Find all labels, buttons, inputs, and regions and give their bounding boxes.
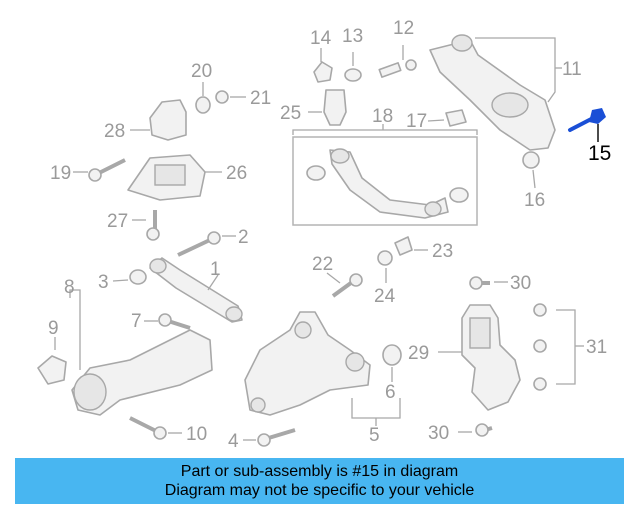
- callout-30-bottom: 30: [428, 423, 449, 444]
- callout-22: 22: [312, 254, 333, 275]
- callout-labels: 1 2 3 4 5 6 7 8 9 10 11 12 13 14 15 16 1…: [48, 18, 611, 452]
- part-26-mount: [127, 154, 222, 201]
- callout-28: 28: [104, 121, 125, 142]
- callout-3: 3: [98, 272, 109, 293]
- callout-19: 19: [50, 163, 71, 184]
- part-18-assembly-box: [292, 124, 478, 226]
- callout-25: 25: [280, 103, 301, 124]
- callout-31: 31: [586, 337, 607, 358]
- part-15-bolt[interactable]: [568, 108, 606, 142]
- part-5-knuckle: [244, 311, 401, 426]
- part-6-bushing: [382, 344, 402, 382]
- part-25-bracket: [308, 89, 347, 126]
- part-29-hub: [438, 304, 521, 411]
- banner-line-1: Part or sub-assembly is #15 in diagram: [180, 463, 459, 480]
- parts-20-21-28: [130, 82, 246, 141]
- callout-6: 6: [385, 382, 396, 403]
- callout-23: 23: [432, 241, 453, 262]
- callout-27: 27: [107, 211, 128, 232]
- callout-2: 2: [238, 227, 249, 248]
- callout-13: 13: [342, 26, 363, 47]
- callout-24: 24: [374, 286, 396, 307]
- callout-14: 14: [310, 28, 332, 49]
- parts-diagram: 1 2 3 4 5 6 7 8 9 10 11 12 13 14 15 16 1…: [37, 18, 611, 452]
- info-banner: Part or sub-assembly is #15 in diagram D…: [15, 458, 624, 504]
- part-19-bolt: [73, 158, 126, 182]
- part-8-trailing-arm: [37, 289, 213, 416]
- callout-10: 10: [186, 424, 207, 445]
- callout-8: 8: [64, 277, 75, 298]
- part-10-bolt: [129, 416, 182, 440]
- hardware-12-13-14: [313, 45, 417, 83]
- part-7-bolt: [144, 313, 191, 330]
- banner-line-2: Diagram may not be specific to your vehi…: [164, 482, 475, 499]
- part-27-bolt: [132, 210, 160, 241]
- callout-20: 20: [191, 61, 212, 82]
- callout-21: 21: [250, 88, 271, 109]
- parts-22-23-24: [326, 236, 428, 298]
- part-2-bolt: [177, 231, 236, 257]
- callout-30-top: 30: [510, 273, 531, 294]
- parts-30-31-bolts: [458, 276, 584, 437]
- callout-1: 1: [210, 259, 221, 280]
- part-4-bolt: [243, 428, 296, 447]
- callout-17: 17: [406, 111, 427, 132]
- callout-18: 18: [372, 106, 393, 127]
- callout-9: 9: [48, 318, 59, 339]
- callout-7: 7: [131, 311, 142, 332]
- part-1-link: [112, 257, 243, 323]
- callout-26: 26: [226, 163, 247, 184]
- part-17-bushing: [427, 109, 467, 127]
- callout-15: 15: [588, 142, 611, 165]
- callout-16: 16: [524, 190, 545, 211]
- part-16-nut: [522, 151, 540, 189]
- callout-11: 11: [562, 59, 582, 80]
- callout-12: 12: [393, 18, 414, 39]
- callout-29: 29: [408, 343, 429, 364]
- callout-5: 5: [369, 425, 380, 446]
- callout-4: 4: [228, 431, 239, 452]
- part-11-control-arm: [429, 34, 562, 151]
